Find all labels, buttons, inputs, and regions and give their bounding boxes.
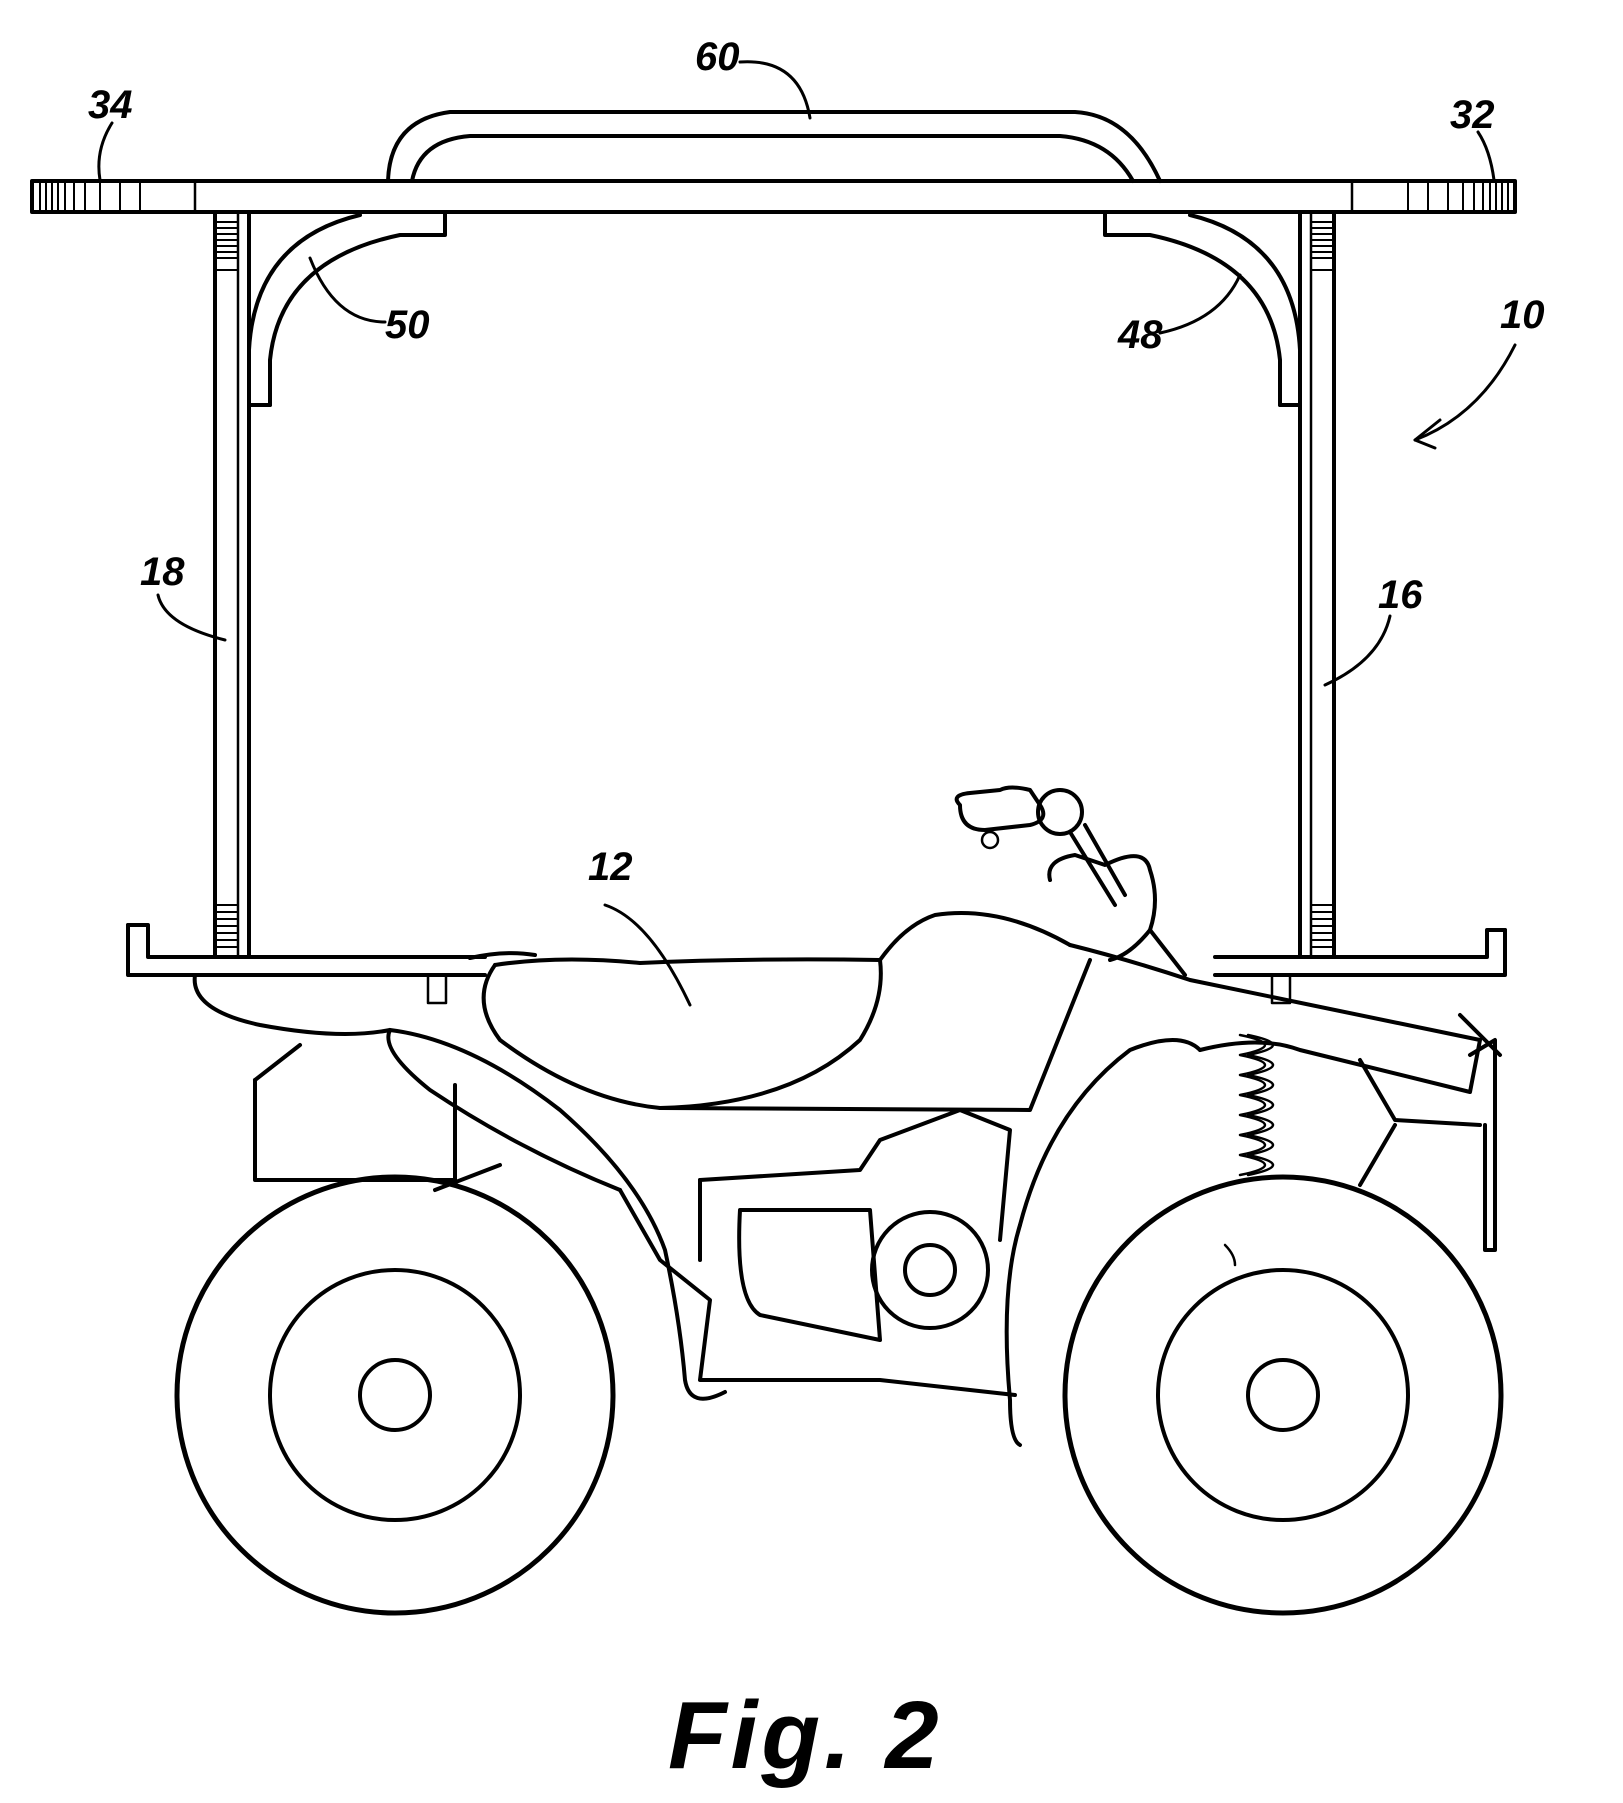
leader-lines [97, 60, 1517, 1007]
label-16: 16 [1378, 573, 1423, 617]
label-34: 34 [88, 83, 133, 127]
right-brace [1103, 210, 1302, 407]
label-50: 50 [385, 303, 430, 347]
left-post-hatch-bottom [216, 904, 237, 948]
right-post-hatch-top [1312, 221, 1333, 271]
handle [386, 110, 1162, 183]
reference-labels: 60 34 32 50 48 10 18 16 12 [88, 35, 1545, 889]
top-platform [30, 179, 1517, 214]
front-wheel [1062, 1174, 1504, 1616]
left-bottom-channel [126, 923, 487, 1005]
atv-vehicle [174, 785, 1504, 1616]
right-post [1298, 210, 1336, 957]
right-post-hatch-bottom [1312, 904, 1333, 948]
left-post-hatch-top [216, 221, 237, 271]
rear-wheel [174, 1174, 616, 1616]
label-10: 10 [1500, 293, 1545, 337]
left-end-texture [39, 183, 141, 210]
left-brace [247, 210, 447, 407]
label-48: 48 [1117, 313, 1163, 357]
left-post [213, 210, 251, 957]
right-bottom-channel [1213, 928, 1507, 1005]
figure-caption: Fig. 2 [668, 1682, 943, 1789]
right-end-texture [1407, 183, 1509, 210]
label-12: 12 [588, 845, 633, 889]
label-60: 60 [695, 35, 740, 79]
label-32: 32 [1450, 93, 1495, 137]
label-18: 18 [140, 550, 185, 594]
